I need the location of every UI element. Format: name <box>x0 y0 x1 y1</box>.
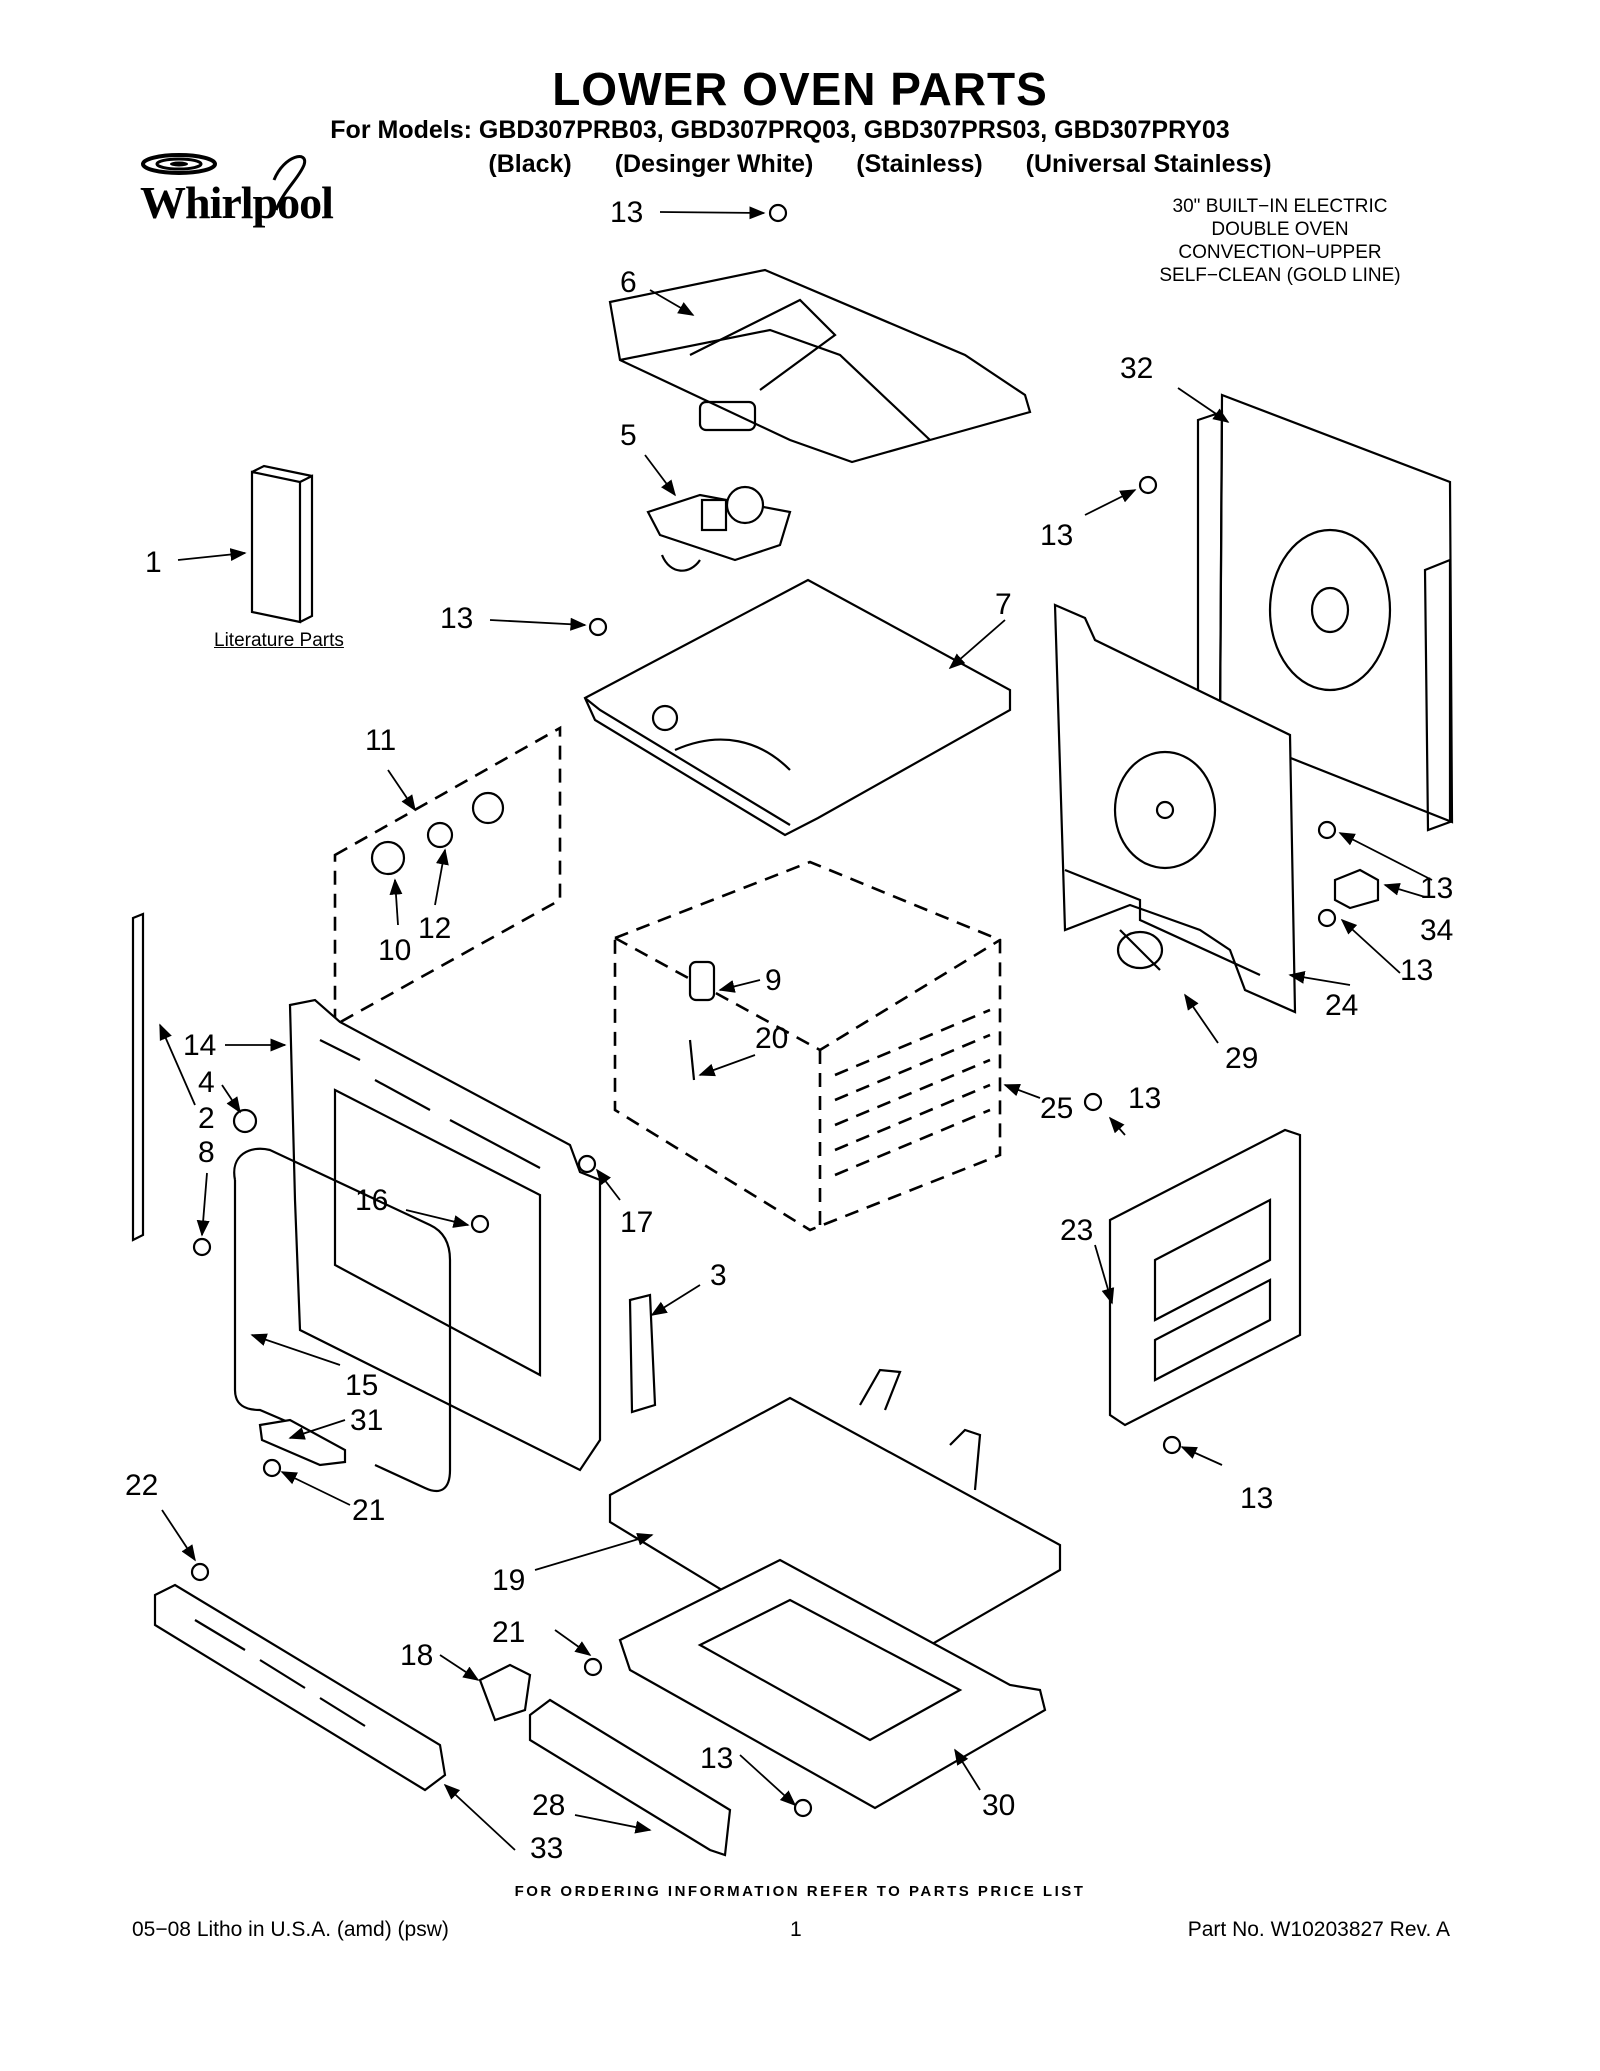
callout-number: 20 <box>755 1022 788 1055</box>
callout-number: 24 <box>1325 989 1358 1022</box>
door-gasket <box>233 1147 452 1493</box>
page-title: LOWER OVEN PARTS <box>552 63 1048 115</box>
callout-number: 34 <box>1420 914 1453 947</box>
bracket-part-34 <box>1333 868 1380 910</box>
callout-number: 21 <box>352 1494 385 1527</box>
callout-number: 15 <box>345 1369 378 1402</box>
brand-logo-text: Whirlpool <box>140 177 334 228</box>
callout-number: 21 <box>492 1616 525 1649</box>
rear-panel <box>1196 393 1454 832</box>
callout-number: 13 <box>1240 1482 1273 1515</box>
callout-number: 14 <box>183 1029 216 1062</box>
literature-parts-label: Literature Parts <box>214 630 344 651</box>
callout-number: 9 <box>765 964 782 997</box>
thermal-switch <box>1116 929 1164 971</box>
page-number: 1 <box>790 1918 802 1941</box>
callout-number: 13 <box>700 1742 733 1775</box>
callout-number: 3 <box>710 1259 727 1292</box>
callout-number: 19 <box>492 1564 525 1597</box>
vent-trim <box>153 1583 447 1792</box>
callout-number: 31 <box>350 1404 383 1437</box>
element-terminal <box>688 960 716 1081</box>
callout-number: 23 <box>1060 1214 1093 1247</box>
part-number: Part No. W10203827 Rev. A <box>1187 1918 1450 1941</box>
callout-number: 25 <box>1040 1092 1073 1125</box>
callout-number: 10 <box>378 934 411 967</box>
callout-number: 29 <box>1225 1042 1258 1075</box>
description-line: CONVECTION−UPPER <box>1178 242 1382 263</box>
callout-number: 17 <box>620 1206 653 1239</box>
oven-top-panel <box>583 578 1012 837</box>
color-label: (Universal Stainless) <box>1025 150 1272 178</box>
callout-number: 13 <box>1040 519 1073 552</box>
callout-number: 6 <box>620 266 637 299</box>
light-assembly-group <box>333 725 562 1028</box>
whirlpool-swirl-icon <box>141 153 307 211</box>
callout-number: 7 <box>995 588 1012 621</box>
callout-number: 13 <box>1420 872 1453 905</box>
callout-number: 18 <box>400 1639 433 1672</box>
convection-back-panel <box>1053 603 1297 1014</box>
color-label: (Stainless) <box>856 150 983 178</box>
side-panel <box>1108 1128 1302 1427</box>
callout-number: 2 <box>198 1102 215 1135</box>
bottom-tray <box>618 1558 1047 1810</box>
callout-number: 30 <box>982 1789 1015 1822</box>
ordering-note: FOR ORDERING INFORMATION REFER TO PARTS … <box>514 1883 1086 1900</box>
bottom-cover <box>608 1368 1062 1682</box>
hinge-bracket <box>258 1418 347 1467</box>
description-line: DOUBLE OVEN <box>1211 219 1349 240</box>
oven-front-frame <box>288 998 602 1472</box>
callout-number: 13 <box>1400 954 1433 987</box>
callout-number: 5 <box>620 419 637 452</box>
callout-number: 13 <box>440 602 473 635</box>
callout-number: 22 <box>125 1469 158 1502</box>
print-info: 05−08 Litho in U.S.A. (amd) (psw) <box>132 1918 449 1941</box>
callout-number: 4 <box>198 1066 215 1099</box>
lower-trim <box>528 1698 732 1857</box>
top-duct-cover <box>608 268 1032 464</box>
color-variants: (Black) (Desinger White) (Stainless) (Un… <box>80 150 1600 179</box>
description-line: SELF−CLEAN (GOLD LINE) <box>1159 265 1401 286</box>
leader-lines <box>159 206 1433 1851</box>
callout-number: 13 <box>610 196 643 229</box>
color-label: (Desinger White) <box>614 150 814 178</box>
callout-number: 16 <box>355 1184 388 1217</box>
screw-icon <box>190 203 1337 1818</box>
callout-number: 8 <box>198 1136 215 1169</box>
side-trim-strip <box>131 912 145 1242</box>
side-bracket <box>628 1293 657 1414</box>
callout-number: 12 <box>418 912 451 945</box>
bracket-part-18 <box>478 1663 532 1722</box>
literature-booklet <box>250 464 314 624</box>
callout-number: 1 <box>145 546 162 579</box>
convection-motor-bracket <box>646 485 792 572</box>
callout-number: 28 <box>532 1789 565 1822</box>
callout-number: 11 <box>365 724 396 757</box>
oven-description: 30" BUILT−IN ELECTRIC DOUBLE OVEN CONVEC… <box>1130 195 1430 287</box>
callout-number: 33 <box>530 1832 563 1865</box>
oven-cavity <box>613 860 1002 1232</box>
color-label: (Black) <box>488 150 572 178</box>
callout-number: 13 <box>1128 1082 1161 1115</box>
models-line: For Models: GBD307PRB03, GBD307PRQ03, GB… <box>330 116 1230 144</box>
description-line: 30" BUILT−IN ELECTRIC <box>1172 196 1388 217</box>
callout-number: 32 <box>1120 352 1153 385</box>
